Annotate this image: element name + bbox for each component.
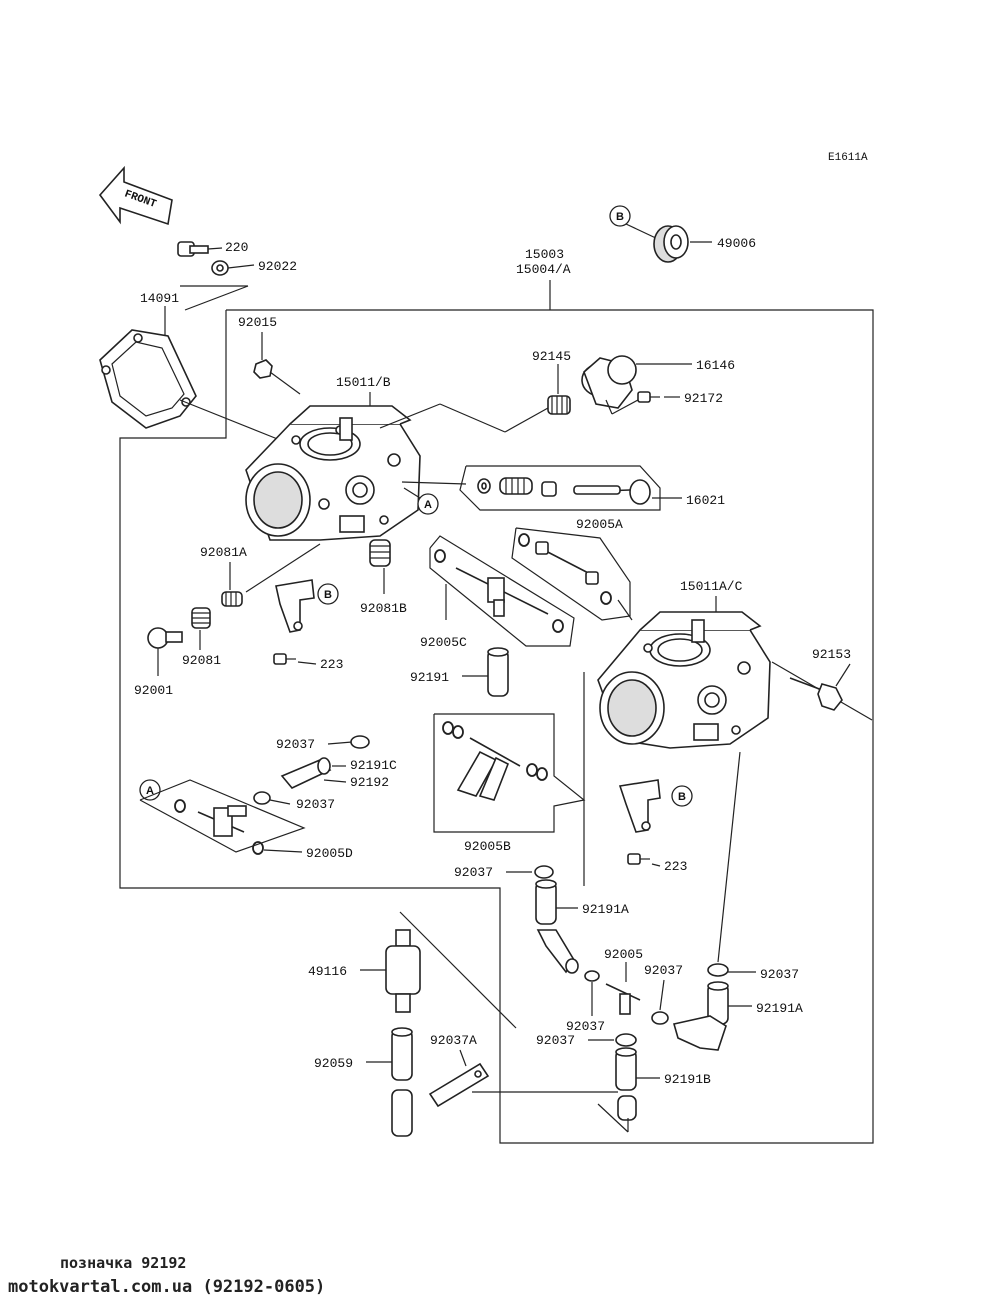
screw-92172 (637, 391, 660, 403)
part-number-92081b: 92081B (360, 601, 407, 616)
part-number-15011b: 15011/B (336, 375, 391, 390)
part-number-14091: 14091 (140, 291, 179, 306)
assembly-boundary (119, 309, 874, 1144)
part-number-92001: 92001 (134, 683, 173, 698)
pilot-screw-16021 (477, 477, 651, 505)
hose-92191c (280, 757, 332, 789)
washer-92022 (211, 260, 255, 276)
bracket-left (275, 579, 315, 633)
svg-text:B: B (678, 791, 686, 803)
spring-92081 (191, 607, 211, 629)
hose-92059 (391, 1027, 413, 1137)
part-number-223-left: 223 (320, 657, 343, 672)
fitting-92005 (605, 983, 641, 1015)
part-number-92015: 92015 (238, 315, 277, 330)
part-number-92037-b: 92037 (296, 797, 335, 812)
hose-92191b (615, 1047, 637, 1121)
part-number-15011ac: 15011A/C (680, 579, 743, 594)
cover-14091 (99, 329, 197, 429)
fitting-92005d (174, 799, 264, 855)
part-number-92191a-left: 92191A (582, 902, 629, 917)
bolt-220 (177, 241, 223, 257)
screw-223-right (627, 853, 650, 865)
clamp-92037-b (253, 791, 271, 805)
part-number-92191a-right: 92191A (756, 1001, 803, 1016)
nut-92015 (253, 359, 273, 379)
callout-a-carb: A (417, 493, 439, 515)
fitting-92005b (442, 721, 548, 801)
part-number-92037-f: 92037 (536, 1033, 575, 1048)
svg-text:A: A (424, 499, 432, 511)
part-number-15004a: 15004/A (516, 262, 571, 277)
part-number-92145: 92145 (532, 349, 571, 364)
part-number-92005b: 92005B (464, 839, 511, 854)
part-number-92037-c: 92037 (454, 865, 493, 880)
part-number-223-right: 223 (664, 859, 687, 874)
part-number-92081a: 92081A (200, 545, 247, 560)
part-number-92037a: 92037A (430, 1033, 477, 1048)
footer-label: позначка 92192 (60, 1254, 187, 1272)
part-number-92081: 92081 (182, 653, 221, 668)
part-number-92037-e: 92037 (644, 963, 683, 978)
fitting-92005a (518, 533, 612, 605)
clamp-92037-c (534, 865, 554, 879)
part-number-16021: 16021 (686, 493, 725, 508)
callout-b-left: B (317, 583, 339, 605)
part-number-92192: 92192 (350, 775, 389, 790)
carburetor-left (245, 405, 421, 541)
clamp-92037-g (707, 963, 729, 977)
bolt-92153 (789, 677, 843, 711)
carburetor-right (597, 611, 771, 749)
spring-92081a (221, 591, 243, 607)
part-number-92172: 92172 (684, 391, 723, 406)
hose-92191 (487, 647, 509, 697)
clamp-92037-e (651, 1011, 669, 1025)
part-number-16146: 16146 (696, 358, 735, 373)
spring-92081b (369, 539, 391, 567)
svg-text:A: A (146, 785, 154, 797)
svg-text:B: B (324, 589, 332, 601)
clamp-92037-f (615, 1033, 637, 1047)
damper-49006 (653, 225, 689, 263)
footer-source: motokvartal.com.ua (92192-0605) (8, 1277, 326, 1297)
callout-b-top: B (609, 205, 631, 227)
fitting-92005c (434, 549, 564, 633)
part-number-92005: 92005 (604, 947, 643, 962)
part-number-92153: 92153 (812, 647, 851, 662)
hose-92191a-left (535, 879, 579, 974)
part-number-92191c: 92191C (350, 758, 397, 773)
clamp-92037-d (584, 970, 600, 982)
part-number-92005d: 92005D (306, 846, 353, 861)
part-number-92037-g: 92037 (760, 967, 799, 982)
part-number-15003: 15003 (525, 247, 564, 262)
filter-49116 (385, 929, 421, 1013)
bracket-right (618, 779, 661, 833)
part-number-92005c: 92005C (420, 635, 467, 650)
part-number-220: 220 (225, 240, 248, 255)
part-number-92191: 92191 (410, 670, 449, 685)
callout-b-right: B (671, 785, 693, 807)
part-number-49006: 49006 (717, 236, 756, 251)
callout-a-fitting: A (139, 779, 161, 801)
diagram-code: E1611A (828, 152, 868, 164)
svg-text:B: B (616, 211, 624, 223)
part-number-92037-a: 92037 (276, 737, 315, 752)
screw-92001 (147, 627, 183, 649)
front-arrow-icon: FRONT (98, 165, 173, 226)
part-number-92191b: 92191B (664, 1072, 711, 1087)
hose-92191a-right (672, 981, 729, 1051)
clip-92037a (428, 1062, 490, 1108)
part-number-49116: 49116 (308, 964, 347, 979)
part-number-92059: 92059 (314, 1056, 353, 1071)
part-number-92005a: 92005A (576, 517, 623, 532)
clamp-92037-a (350, 735, 370, 749)
screw-223-left (273, 653, 296, 665)
part-number-92037-d: 92037 (566, 1019, 605, 1034)
top-cover-16146 (581, 355, 637, 409)
part-number-92022: 92022 (258, 259, 297, 274)
spring-92145 (547, 395, 571, 415)
